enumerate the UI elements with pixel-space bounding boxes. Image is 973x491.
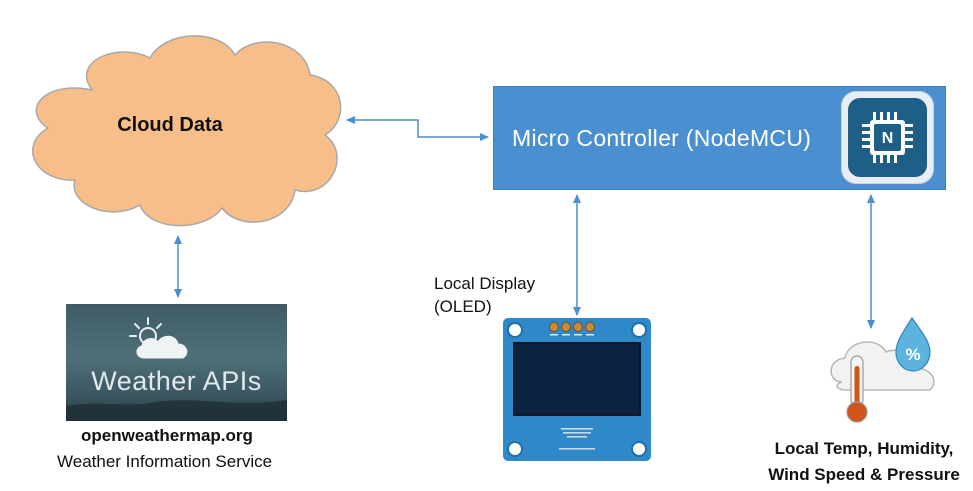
cloud-data-label: Cloud Data: [117, 114, 223, 136]
oled-display-module: [503, 318, 651, 461]
thermometer-cloud-droplet-icon: %: [830, 316, 935, 423]
partly-cloudy-sun-icon: [66, 317, 287, 421]
local-sensors-label-line2: Wind Speed & Pressure: [768, 465, 960, 484]
weather-site-label: openweathermap.org: [81, 426, 253, 445]
svg-text:%: %: [905, 345, 920, 364]
weather-service-label: Weather Information Service: [57, 452, 273, 471]
local-display-label-line2: (OLED): [434, 297, 492, 316]
local-display-label: Local Display (OLED): [434, 272, 535, 318]
local-sensors-label: Local Temp, Humidity, Wind Speed & Press…: [755, 436, 973, 488]
connector-cloud-mcu: [346, 116, 489, 141]
local-display-label-line1: Local Display: [434, 274, 536, 293]
weather-api-image: Weather APIs: [66, 304, 287, 421]
cloud-shape: [32, 35, 342, 227]
nodemcu-chip-icon: N: [842, 92, 933, 183]
weather-apis-text: Weather APIs: [91, 366, 262, 396]
svg-text:N: N: [882, 130, 894, 147]
local-sensors-label-line1: Local Temp, Humidity,: [774, 439, 954, 458]
microcontroller-label: Micro Controller (NodeMCU): [512, 125, 812, 151]
microcontroller-box: Micro Controller (NodeMCU) N: [493, 86, 946, 190]
oled-screen: [513, 342, 641, 416]
oled-board-details: [507, 322, 647, 457]
